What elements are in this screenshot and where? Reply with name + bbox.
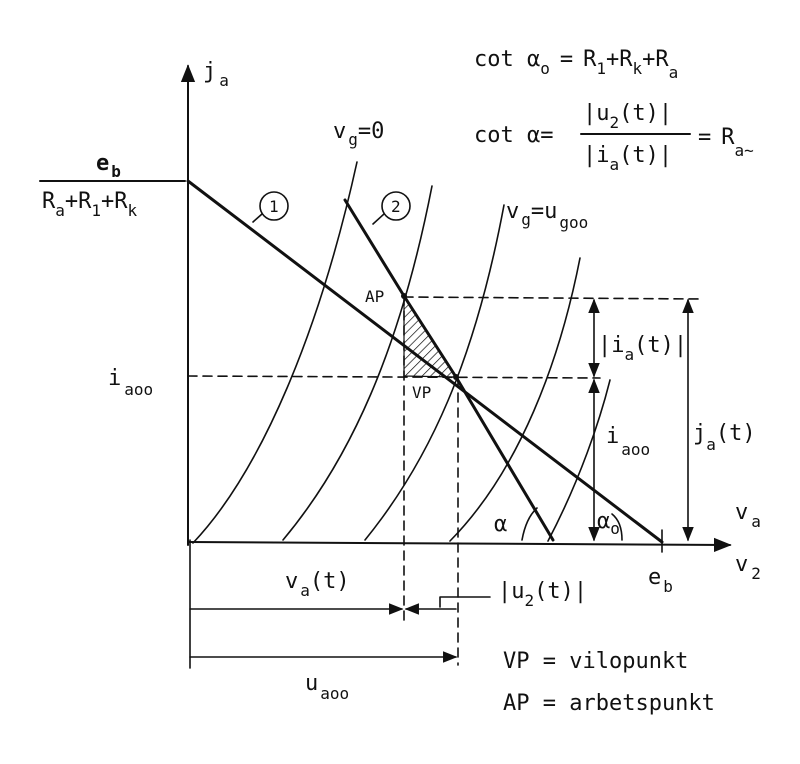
characteristic-curve-3	[364, 204, 505, 541]
ia-t-label: |ia(t)|	[598, 333, 687, 364]
circle-1-text: 1	[269, 197, 279, 216]
equation-1: cot αo=R1+Rk+Ra	[474, 47, 678, 82]
equation-2-lhs: cot α=	[474, 123, 553, 148]
alpha-arc	[521, 507, 538, 541]
iaoo-right-label: iaoo	[606, 424, 650, 459]
ja-t-label: ja(t)	[693, 421, 756, 454]
alpha0-label: αo	[597, 509, 620, 538]
hatched-triangle	[403, 293, 458, 378]
dash-iaoo	[187, 375, 601, 379]
circle-marker-1	[259, 191, 289, 221]
circle-2-text: 2	[391, 197, 401, 216]
legend-ap: AP = arbetspunkt	[503, 691, 715, 716]
circle-marker-2	[381, 191, 411, 221]
ap-label: AP	[365, 287, 384, 306]
equation-2-denominator: |ia(t)|	[583, 143, 672, 174]
characteristic-curve-vg0	[192, 161, 358, 544]
circle-1-leader	[252, 213, 263, 223]
vp-label: VP	[412, 383, 431, 402]
fraction-denominator: Ra+R1+Rk	[42, 189, 138, 220]
x-axis	[187, 537, 732, 553]
u2-t-label: |u2(t)|	[498, 579, 587, 610]
characteristic-curve-5	[547, 379, 611, 542]
characteristic-curve-2	[282, 185, 433, 541]
alpha-label: α	[494, 512, 507, 537]
dash-ap-horizontal	[403, 296, 701, 300]
alpha0-arc	[611, 513, 623, 541]
equation-2-numerator: |u2(t)|	[583, 101, 672, 132]
circle-2-leader	[372, 213, 385, 225]
legend-vp: VP = vilopunkt	[503, 649, 688, 674]
dim-u2-leader	[439, 596, 491, 608]
equation-2-rhs: =Ra~	[698, 125, 754, 160]
